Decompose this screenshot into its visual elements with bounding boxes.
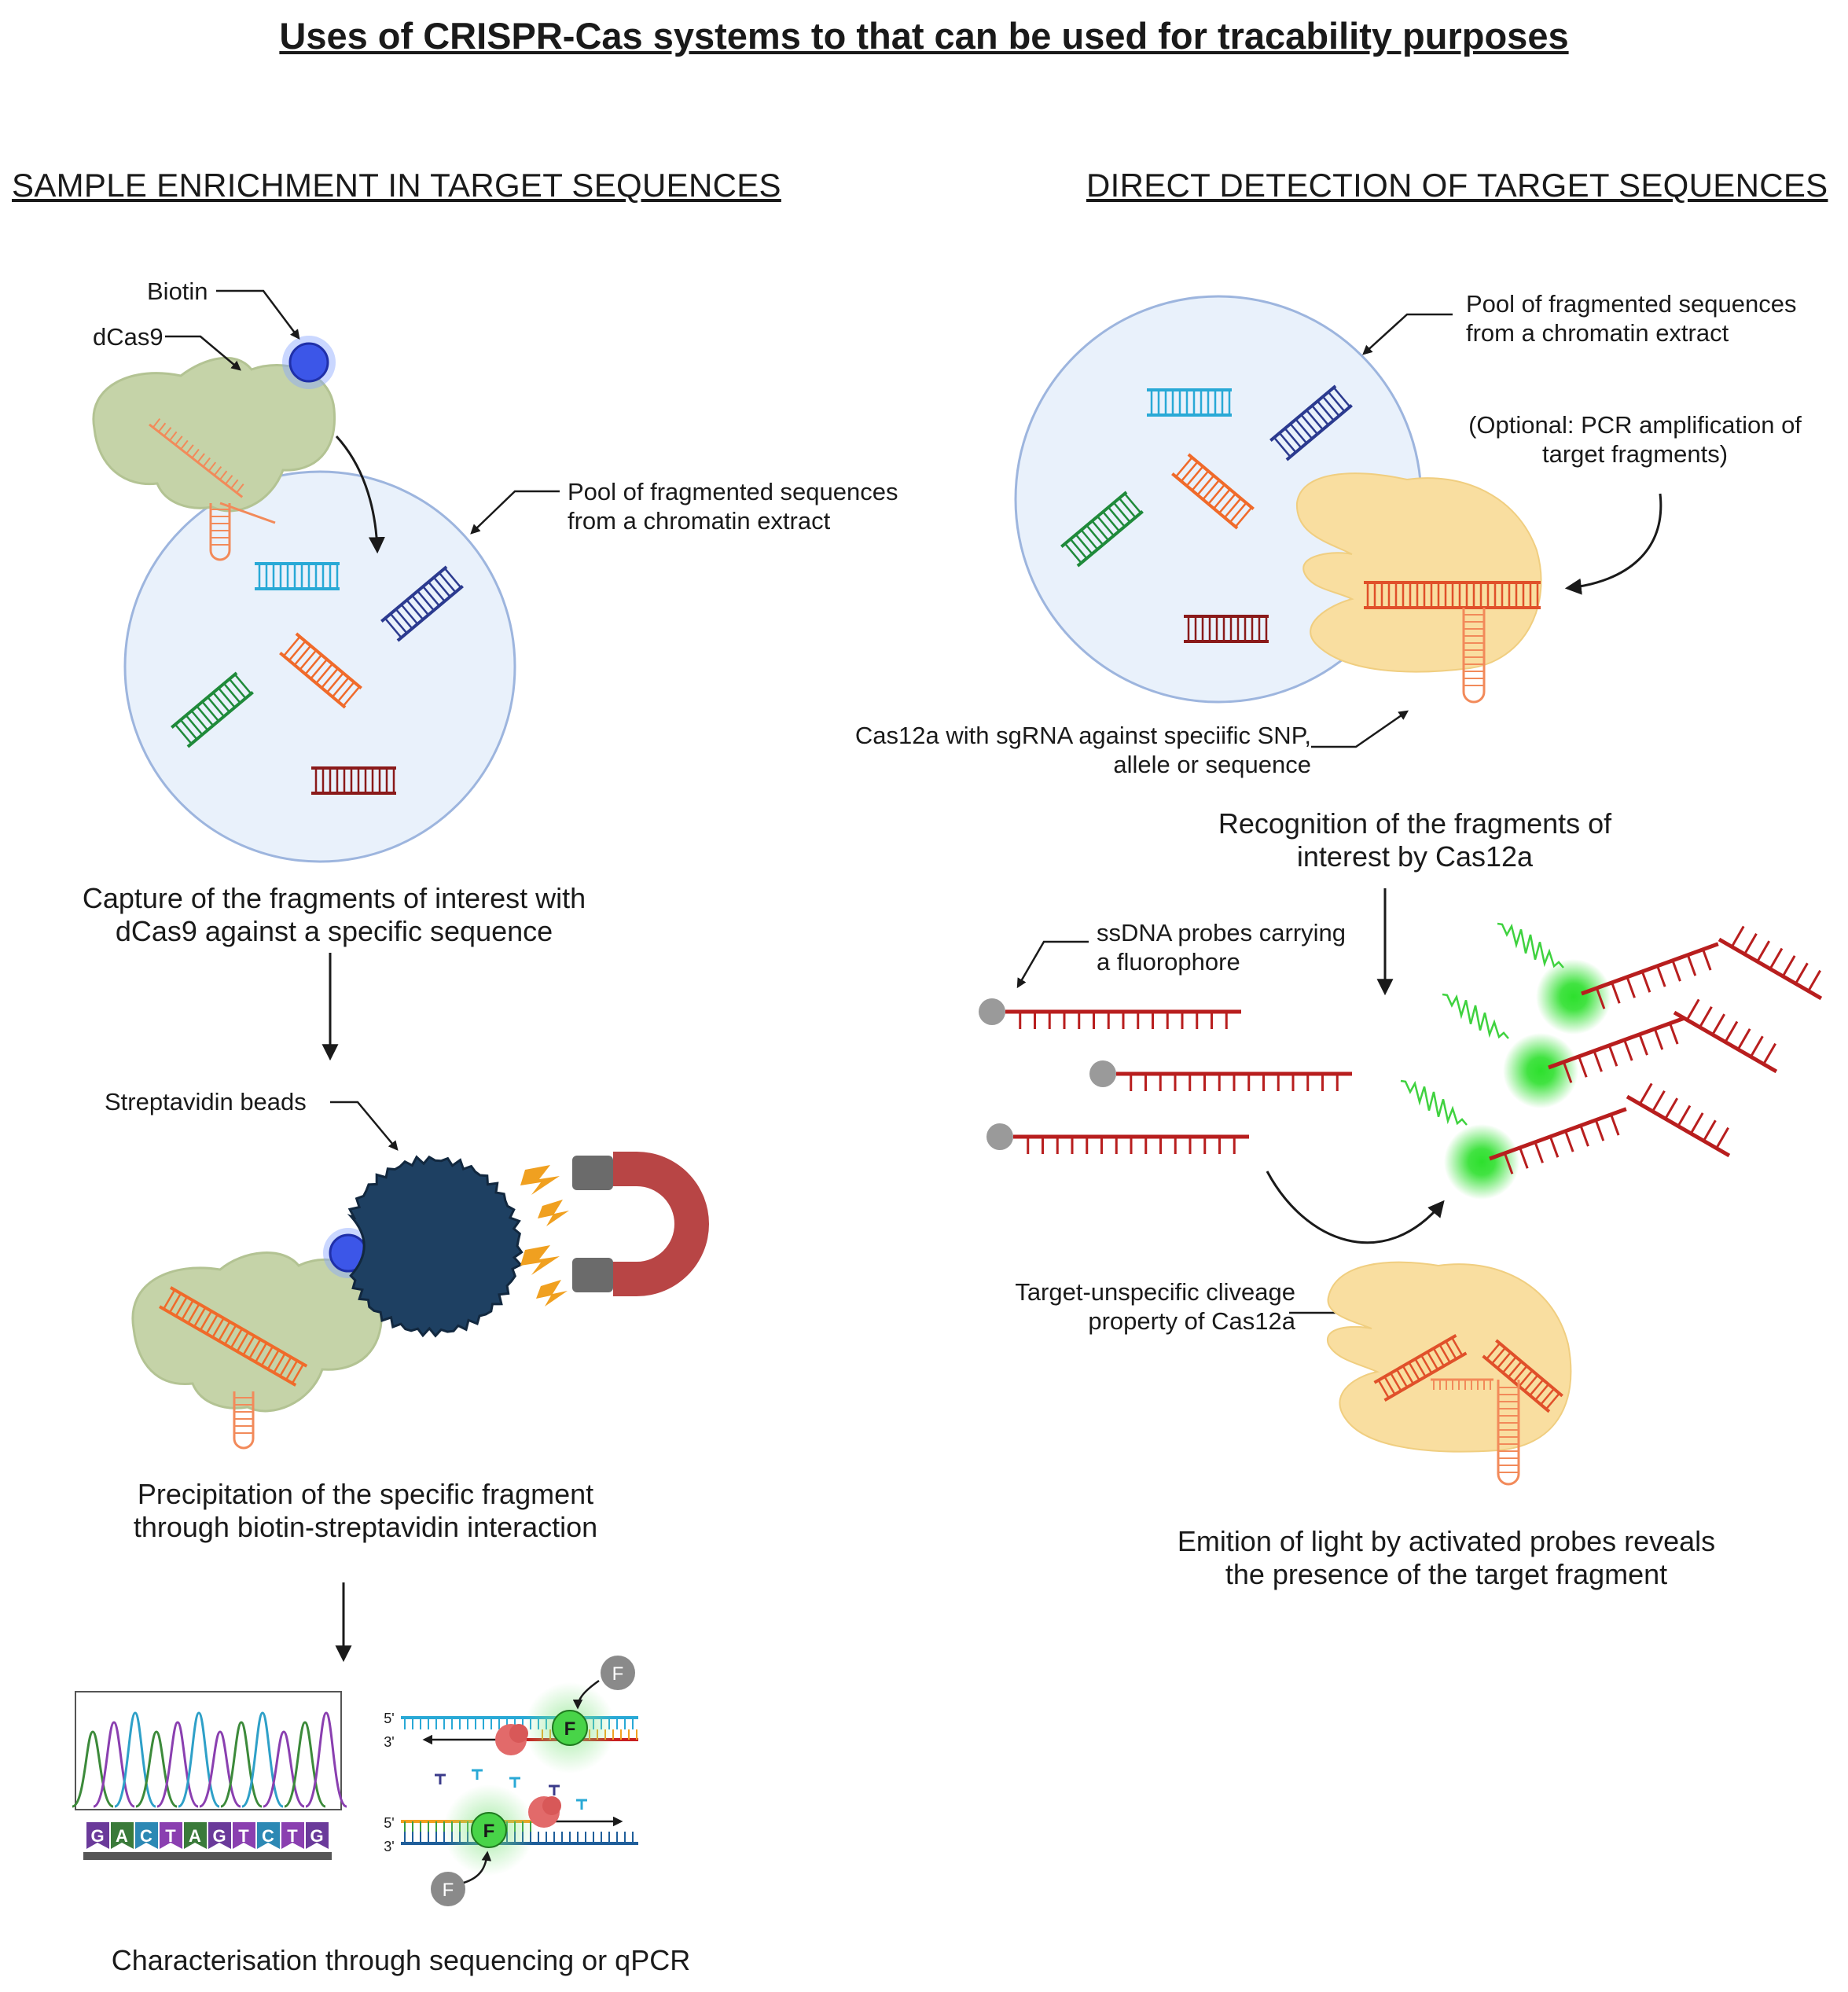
dna-fragment-green bbox=[1060, 491, 1144, 568]
dcas9-to-pool-arrow bbox=[335, 435, 385, 554]
cleaved-probe-fragment bbox=[1673, 998, 1778, 1074]
sequence-base-letter: A bbox=[116, 1826, 128, 1846]
sequence-base-letter: G bbox=[212, 1826, 226, 1846]
quencher-bead bbox=[979, 998, 1005, 1025]
dcas9-guide-rna bbox=[149, 418, 276, 561]
left-step-3-caption: Characterisation through sequencing or q… bbox=[111, 1944, 691, 1976]
cas12a-leader bbox=[1311, 710, 1409, 748]
probes-label: ssDNA probes carrying a fluorophore bbox=[1097, 919, 1347, 976]
pcr-arrow bbox=[1564, 493, 1662, 595]
dna-fragment-navy bbox=[380, 565, 464, 642]
sequence-base-letter: A bbox=[189, 1826, 201, 1846]
dna-fragment-cyan bbox=[255, 562, 340, 590]
sequence-base-letter: G bbox=[310, 1826, 323, 1846]
cleaved-probe-fragment bbox=[1548, 1016, 1686, 1083]
left-step-1-caption: Capture of the fragments of interest wit… bbox=[82, 882, 586, 948]
page-title: Uses of CRISPR-Cas systems to that can b… bbox=[279, 15, 1569, 57]
right-pool-leader bbox=[1362, 313, 1453, 355]
free-fluorophore-label: F bbox=[612, 1663, 624, 1685]
chromatogram-peaks bbox=[72, 1711, 347, 1808]
cleaved-probe-fragment bbox=[1489, 1107, 1627, 1174]
dna-fragment-cyan bbox=[1147, 388, 1232, 417]
fluorophore-f-label: F bbox=[564, 1718, 576, 1740]
biotin-bead bbox=[288, 342, 329, 383]
left-step-2-caption: Precipitation of the specific fragment t… bbox=[133, 1478, 598, 1544]
fluorophore-f-label: F bbox=[483, 1821, 495, 1842]
cleaved-probe-fragment bbox=[1581, 942, 1719, 1009]
ssdna-probes bbox=[979, 998, 1352, 1154]
cas12a-protein bbox=[1295, 472, 1542, 673]
streptavidin-label: Streptavidin beads bbox=[105, 1088, 307, 1115]
qpcr-illustration: F F F F 5' 3' 5' 3' bbox=[384, 1656, 638, 1906]
dcas9-label: dCas9 bbox=[93, 323, 163, 351]
activated-fluorophore-glow bbox=[1503, 1033, 1578, 1108]
biotin-leader bbox=[216, 289, 300, 340]
activated-fluorophore-glow bbox=[1444, 1124, 1519, 1200]
sequence-base-letter: T bbox=[287, 1826, 298, 1846]
magnet bbox=[572, 1152, 709, 1296]
streptavidin-leader bbox=[330, 1101, 399, 1151]
cas12a-bound-dna bbox=[1364, 581, 1541, 704]
strand-end-label: 5' bbox=[384, 1815, 394, 1831]
dcas9-leader bbox=[165, 335, 241, 371]
dna-fragment-green bbox=[171, 671, 254, 748]
probes-leader bbox=[1016, 940, 1089, 989]
strand-end-label: 3' bbox=[384, 1734, 394, 1750]
activated-probes bbox=[1400, 922, 1823, 1200]
dna-fragment-orange bbox=[1171, 453, 1255, 530]
ssdna-probe bbox=[1013, 1134, 1249, 1154]
dna-fragment-orange bbox=[279, 632, 362, 709]
streptavidin-bead bbox=[347, 1155, 524, 1338]
ssdna-probe bbox=[1116, 1071, 1352, 1091]
strand-end-label: 5' bbox=[384, 1711, 394, 1726]
strand-end-label: 3' bbox=[384, 1839, 394, 1854]
biotin-label: Biotin bbox=[147, 277, 208, 305]
left-pool-label: Pool of fragmented sequences from a chro… bbox=[568, 478, 898, 535]
light-emission-squiggle bbox=[1442, 993, 1509, 1039]
right-step-1-caption: Recognition of the fragments of interest… bbox=[1218, 807, 1612, 873]
pcr-optional-label: (Optional: PCR amplification of target f… bbox=[1468, 411, 1802, 469]
ssdna-probe bbox=[1005, 1009, 1241, 1029]
dna-fragment-darkred bbox=[311, 766, 396, 795]
sequence-bar bbox=[83, 1852, 332, 1860]
dcas9-bound-dna bbox=[159, 1286, 308, 1450]
sequence-base-letter: T bbox=[238, 1826, 249, 1846]
magnet-spark-icons bbox=[520, 1165, 569, 1307]
sequence-base-letter: T bbox=[165, 1826, 176, 1846]
dna-fragment-darkred bbox=[1184, 615, 1269, 643]
cas12a-protein-active bbox=[1326, 1261, 1572, 1453]
quencher-bead bbox=[986, 1123, 1013, 1150]
left-section-heading: SAMPLE ENRICHMENT IN TARGET SEQUENCES bbox=[12, 167, 781, 204]
dcas9-complex-bound bbox=[131, 1251, 383, 1413]
cas12a-label: Cas12a with sgRNA against speciific SNP,… bbox=[854, 722, 1311, 779]
free-fluorophore-label: F bbox=[443, 1880, 454, 1901]
cleavage-label: Target-unspecific cliveage property of C… bbox=[1015, 1278, 1295, 1336]
sequence-base-letter: G bbox=[90, 1826, 104, 1846]
cas12a-cleaved-dna bbox=[1373, 1334, 1563, 1486]
right-pool-label: Pool of fragmented sequences from a chro… bbox=[1466, 290, 1797, 347]
cleaved-probe-fragment bbox=[1718, 925, 1823, 1001]
light-emission-squiggle bbox=[1497, 922, 1564, 968]
cleaved-probe-fragment bbox=[1626, 1082, 1731, 1158]
dna-fragment-navy bbox=[1269, 384, 1353, 461]
cleavage-arrow bbox=[1266, 1171, 1445, 1244]
quencher-bead bbox=[1089, 1060, 1116, 1087]
dcas9-protein bbox=[92, 357, 336, 513]
activated-fluorophore-glow bbox=[1536, 959, 1611, 1035]
sequence-base-letter: C bbox=[140, 1826, 152, 1846]
right-step-2-caption: Emition of light by activated probes rev… bbox=[1177, 1525, 1716, 1591]
light-emission-squiggle bbox=[1400, 1079, 1468, 1126]
right-section-heading: DIRECT DETECTION OF TARGET SEQUENCES bbox=[1086, 167, 1828, 204]
left-pool-leader bbox=[470, 490, 560, 535]
sequence-base-letter: C bbox=[262, 1826, 274, 1846]
